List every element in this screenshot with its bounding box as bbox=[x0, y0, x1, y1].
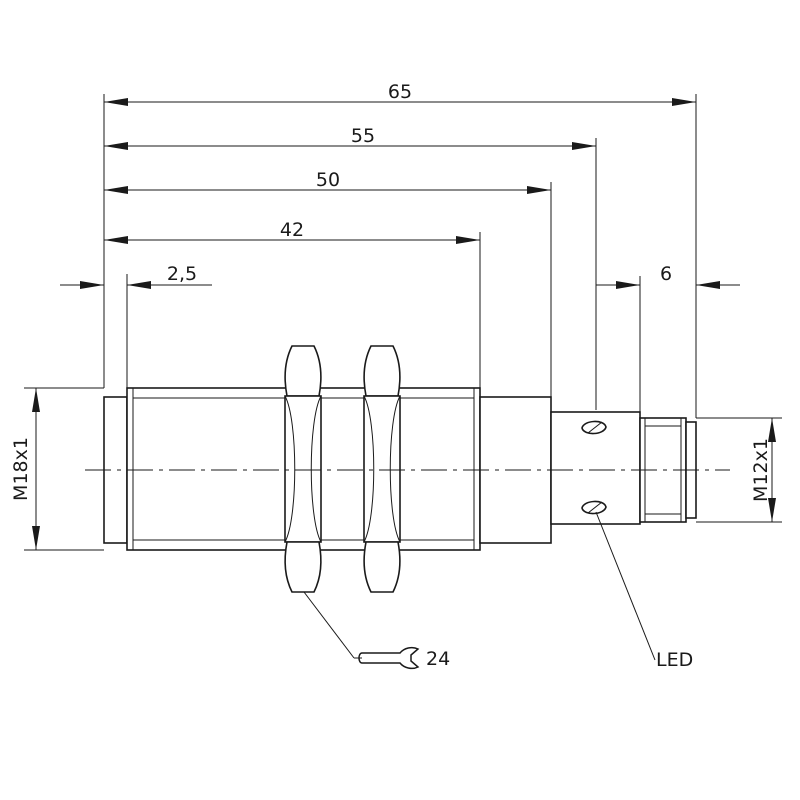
dimension-m12x1: M12x1 bbox=[750, 418, 776, 522]
wrench-size-label: 24 bbox=[426, 648, 450, 670]
dimension-42: 42 bbox=[104, 219, 480, 244]
led-callout: LED bbox=[595, 511, 693, 671]
dimension-6: 6 bbox=[596, 263, 740, 289]
dimension-65-label: 65 bbox=[388, 81, 412, 103]
wrench-callout: 24 bbox=[303, 591, 450, 670]
thread-m12x1-label: M12x1 bbox=[750, 438, 772, 502]
hex-nut-1 bbox=[284, 345, 322, 593]
dimension-2-5: 2,5 bbox=[60, 263, 212, 289]
led-window-bottom bbox=[581, 500, 607, 515]
wrench-icon bbox=[358, 646, 420, 670]
dimension-m18x1: M18x1 bbox=[10, 388, 40, 550]
dimension-50-label: 50 bbox=[316, 169, 340, 191]
dimension-55: 55 bbox=[104, 125, 596, 150]
dimension-65: 65 bbox=[104, 81, 696, 106]
dimension-55-label: 55 bbox=[351, 125, 375, 147]
dimension-42-label: 42 bbox=[280, 219, 304, 241]
hex-nut-2 bbox=[363, 345, 401, 593]
dimension-50: 50 bbox=[104, 169, 551, 194]
extension-lines bbox=[24, 94, 782, 551]
dimension-2-5-label: 2,5 bbox=[167, 263, 197, 285]
dimension-6-label: 6 bbox=[660, 263, 672, 285]
led-window-top bbox=[581, 420, 607, 435]
thread-m18x1-label: M18x1 bbox=[10, 437, 32, 501]
led-label: LED bbox=[656, 649, 693, 671]
